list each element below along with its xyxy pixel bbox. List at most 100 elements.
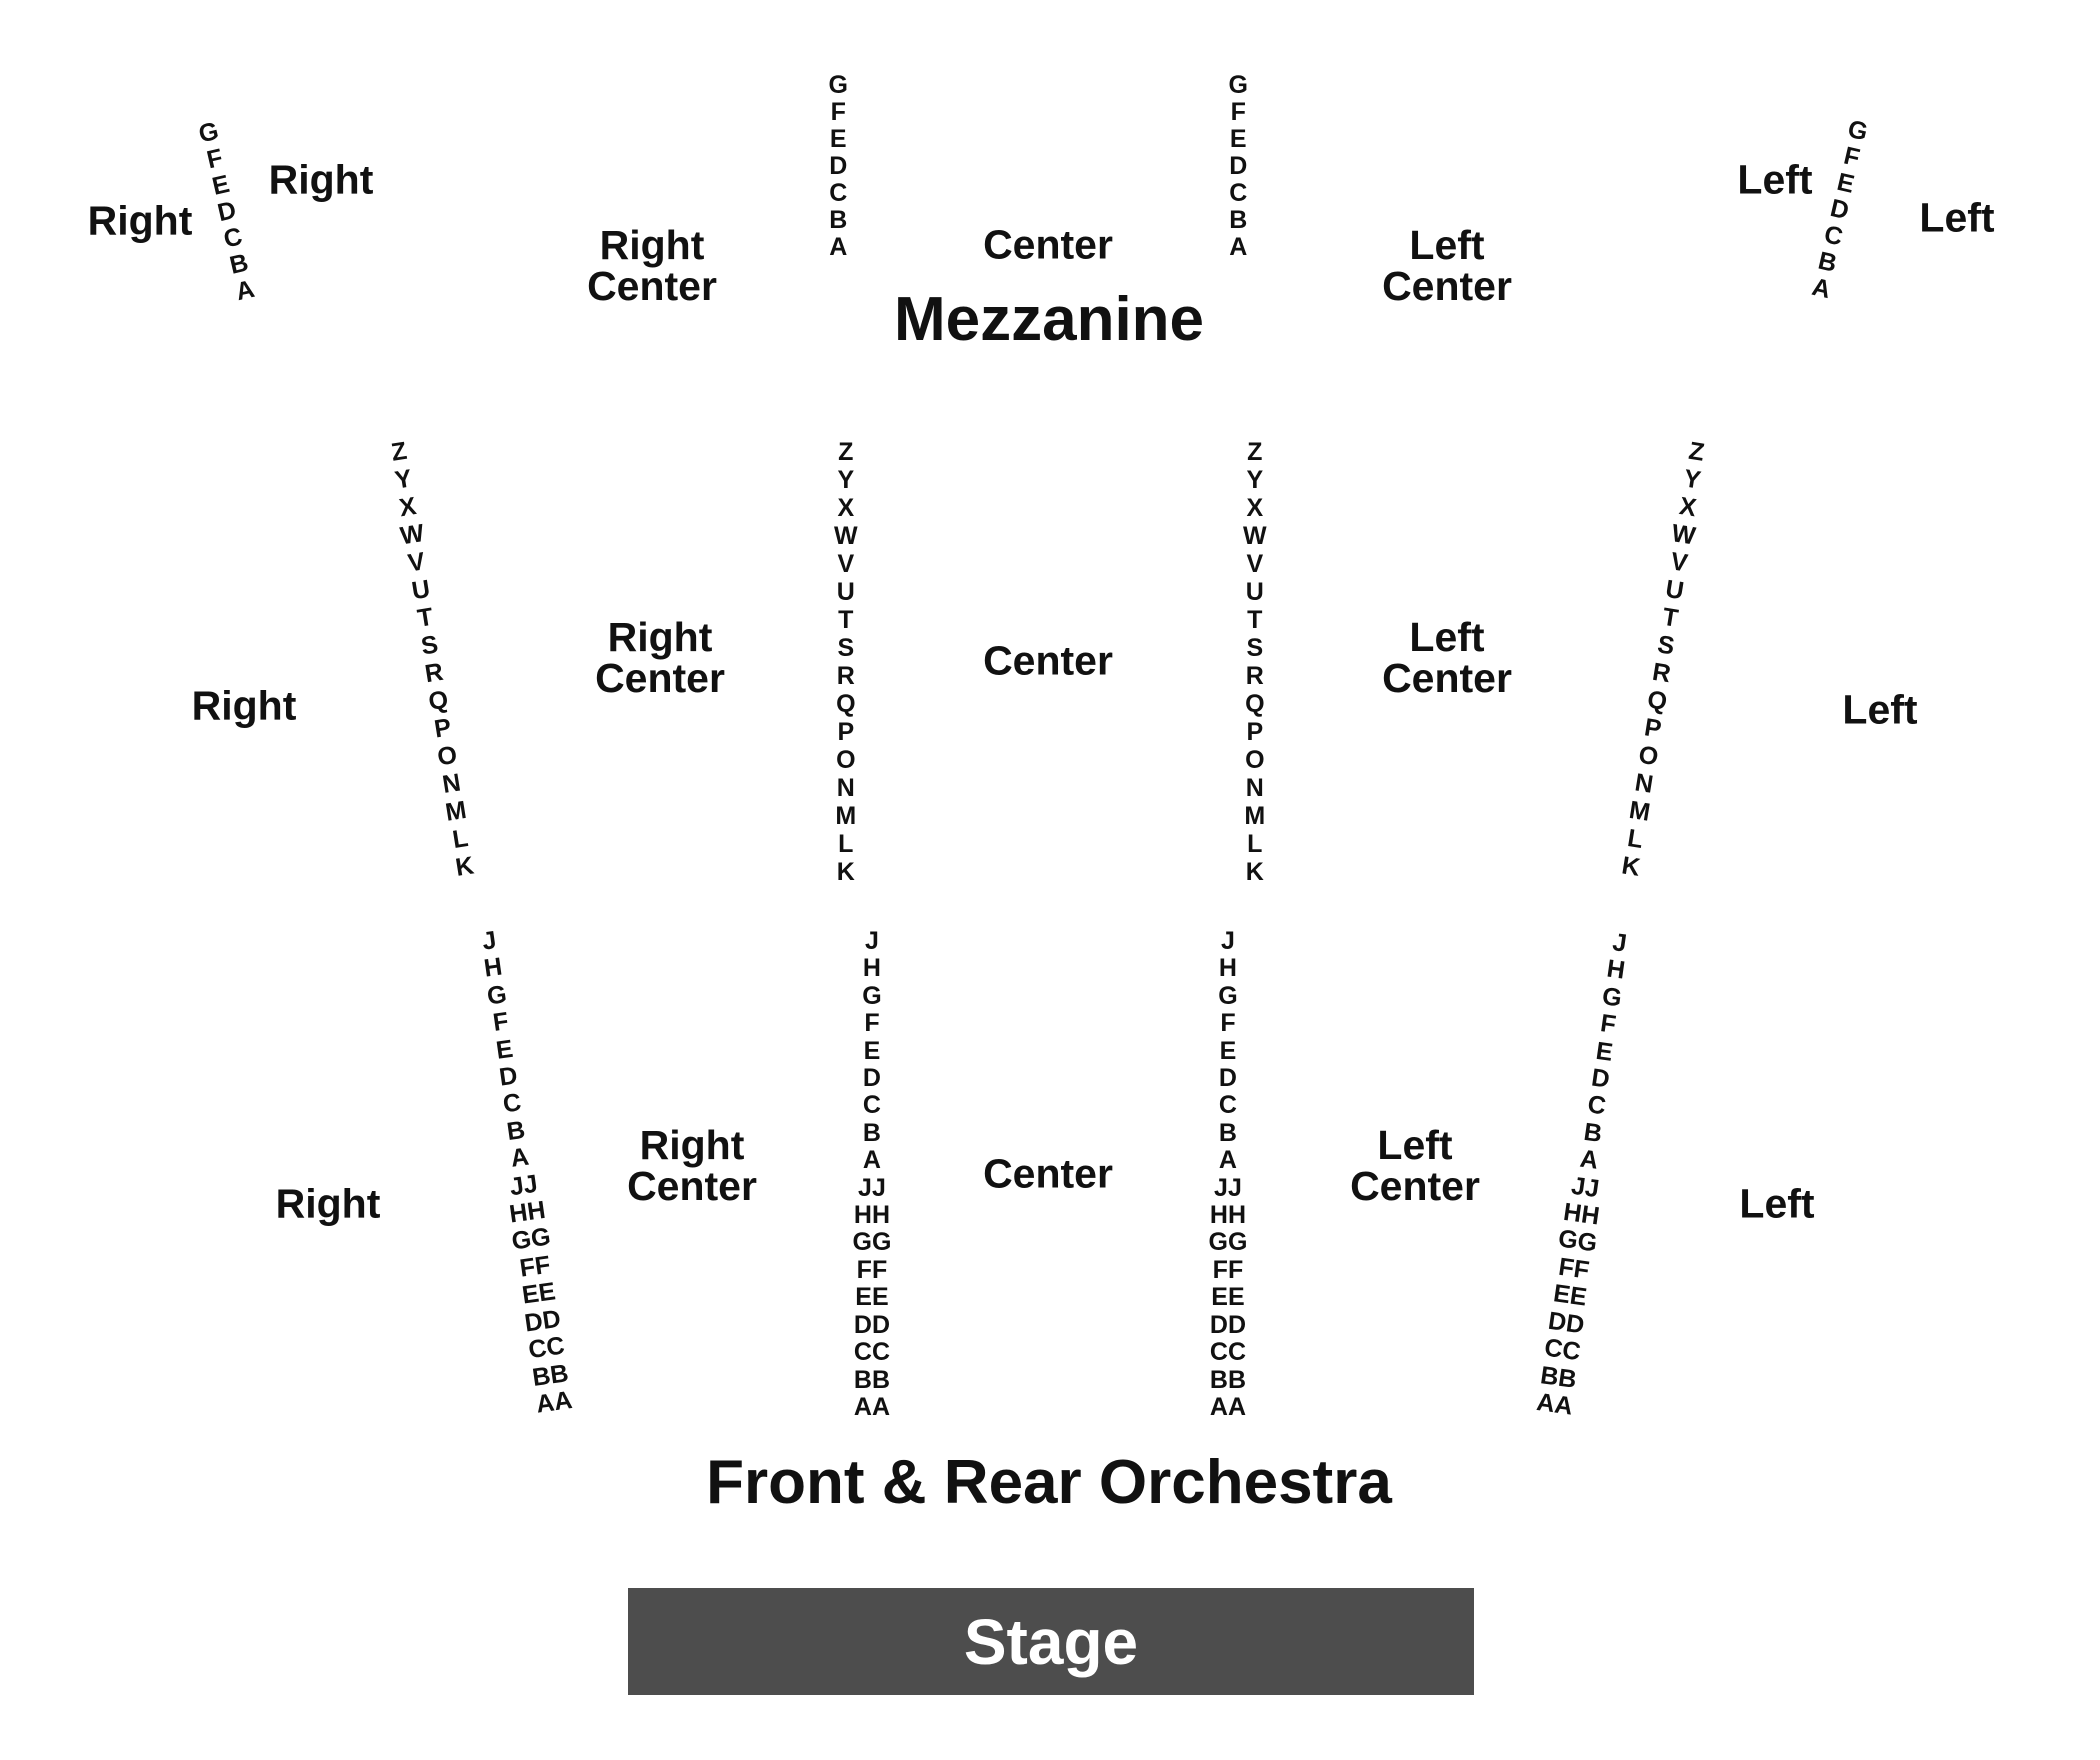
row-label: B (862, 1118, 881, 1147)
row-label: BB (853, 1365, 890, 1394)
row-label: G (828, 71, 848, 99)
rear-section-left-center[interactable]: Left Center (1382, 617, 1512, 699)
row-label: U (836, 578, 855, 606)
row-label: B (1218, 1118, 1237, 1147)
row-label: Q (426, 685, 451, 717)
row-label: D (862, 1064, 881, 1093)
row-label: X (1677, 492, 1699, 523)
mezz-section-right-inner[interactable]: Right (268, 156, 374, 203)
row-label: M (835, 802, 857, 830)
row-label: FF (856, 1255, 888, 1284)
rear-section-right[interactable]: Right (191, 682, 297, 729)
row-label: Z (838, 438, 854, 466)
mezz-left-center-line1: Left (1409, 222, 1485, 268)
rear-section-right-center[interactable]: Right Center (595, 617, 725, 699)
row-label: HH (853, 1201, 890, 1230)
row-label: H (862, 954, 881, 983)
row-label: Y (837, 466, 855, 494)
mezz-section-left-center[interactable]: Left Center (1382, 225, 1512, 307)
row-label: V (837, 550, 855, 578)
row-label: P (432, 713, 454, 744)
row-label: JJ (858, 1173, 886, 1202)
row-label: C (1218, 1091, 1237, 1120)
row-label: A (829, 233, 848, 261)
stage-label: Stage (963, 1605, 1139, 1678)
row-label: AA (853, 1392, 890, 1421)
row-label: AA (1209, 1392, 1246, 1421)
front-section-right[interactable]: Right (275, 1180, 381, 1227)
row-label: B (1229, 206, 1248, 234)
row-label: U (409, 574, 432, 606)
front-section-center[interactable]: Center (983, 1150, 1113, 1197)
row-label: F (830, 98, 846, 126)
front-section-right-center[interactable]: Right Center (627, 1125, 757, 1207)
row-label: T (1660, 602, 1681, 633)
row-label: U (1663, 574, 1686, 606)
row-label: K (1619, 851, 1643, 882)
row-label: Y (1681, 464, 1703, 495)
row-label: F (1220, 1009, 1236, 1038)
mezz-section-center[interactable]: Center (983, 221, 1113, 268)
row-label: Z (1247, 438, 1263, 466)
row-label: P (837, 718, 855, 746)
mezz-right-center-line2: Center (587, 263, 717, 309)
row-label: N (1245, 774, 1264, 802)
row-label: W (1243, 522, 1267, 550)
mezz-section-left-outer[interactable]: Left (1919, 194, 1995, 241)
rear-left-center-line1: Left (1409, 614, 1485, 660)
row-label: J (1221, 927, 1235, 955)
rear-left-center-line2: Center (1382, 655, 1512, 701)
row-label: N (440, 768, 463, 799)
mezz-section-left-inner[interactable]: Left (1737, 156, 1813, 203)
row-label: A (232, 274, 257, 307)
rear-section-left[interactable]: Left (1842, 686, 1918, 733)
row-label: C (1229, 179, 1248, 207)
front-left-center-line2: Center (1350, 1163, 1480, 1209)
mezzanine-title: Mezzanine (893, 285, 1205, 354)
row-label: CC (853, 1338, 890, 1367)
row-label: L (1625, 823, 1646, 855)
row-label: AA (533, 1385, 574, 1419)
row-label: JJ (1214, 1173, 1242, 1202)
row-label: U (1245, 578, 1264, 606)
row-label: C (862, 1091, 881, 1120)
row-label: F (864, 1009, 880, 1038)
row-label: Z (1686, 436, 1707, 467)
row-label: M (443, 795, 469, 827)
row-label: G (862, 981, 882, 1010)
row-label: E (1219, 1036, 1237, 1065)
row-label: W (834, 522, 858, 550)
row-label: V (1246, 550, 1264, 578)
row-label: E (1229, 125, 1247, 153)
mezz-section-right-outer[interactable]: Right (87, 197, 193, 244)
stage: Stage (628, 1588, 1474, 1695)
row-label: L (838, 830, 854, 858)
row-label: GG (1208, 1228, 1248, 1257)
mezz-section-right-center[interactable]: Right Center (587, 225, 717, 307)
row-label: Q (1245, 690, 1265, 718)
row-label: E (863, 1036, 881, 1065)
row-label: CC (1209, 1338, 1246, 1367)
row-label: A (1808, 272, 1833, 305)
row-label: X (837, 494, 855, 522)
row-label: GG (852, 1228, 892, 1257)
front-section-left[interactable]: Left (1739, 1180, 1815, 1227)
rear-section-center[interactable]: Center (983, 637, 1113, 684)
row-label: R (422, 657, 446, 689)
row-label: E (829, 125, 847, 153)
rear-right-center-line1: Right (607, 614, 713, 660)
row-label: AA (1534, 1387, 1575, 1421)
row-label: O (1636, 740, 1661, 772)
row-label: O (435, 740, 459, 772)
row-label: T (1247, 606, 1263, 634)
row-label: R (1650, 657, 1673, 689)
front-section-left-center[interactable]: Left Center (1350, 1125, 1480, 1207)
row-label: HH (1209, 1201, 1246, 1230)
